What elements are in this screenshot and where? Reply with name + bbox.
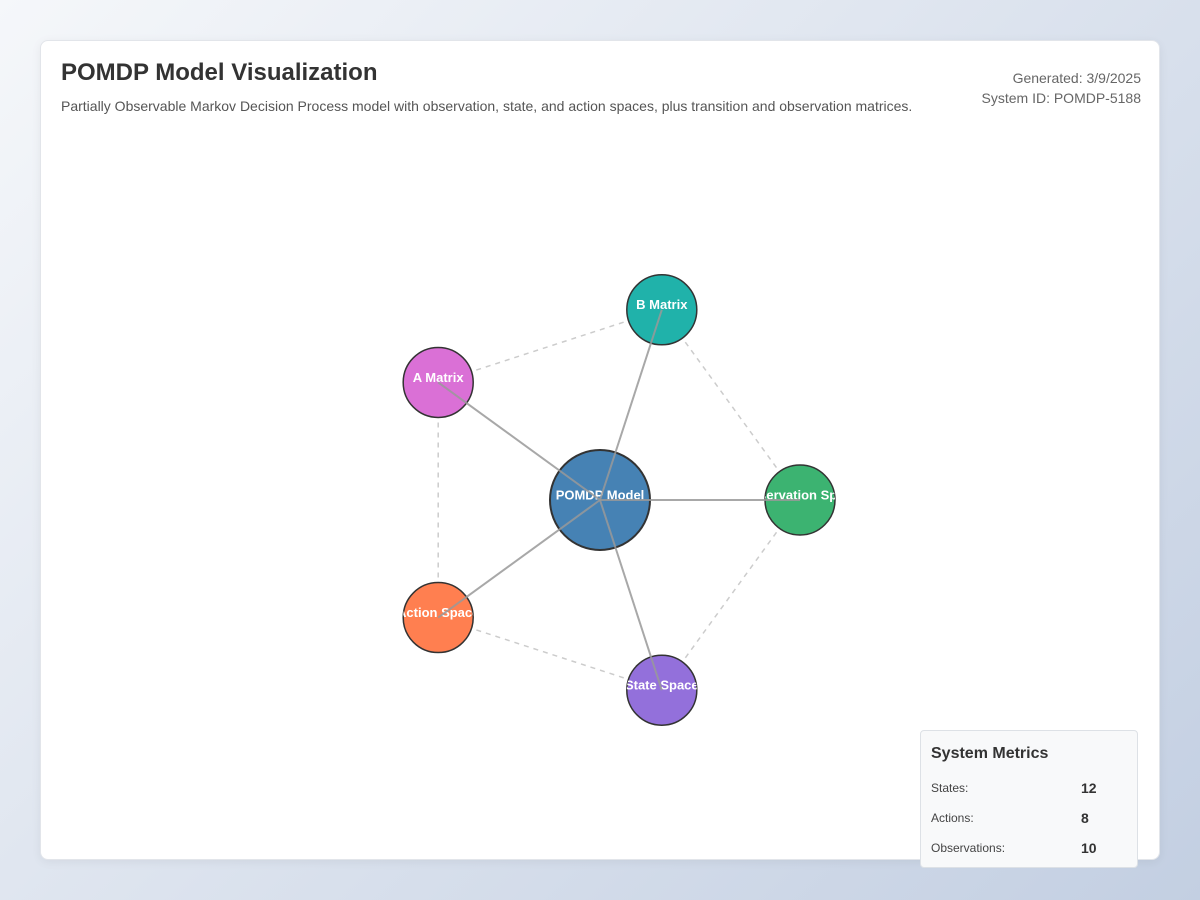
meta-info: Generated: 3/9/2025 System ID: POMDP-518… <box>982 68 1142 108</box>
metric-value: 12 <box>1081 780 1097 796</box>
node-label-state_space: State Space <box>625 678 699 693</box>
system-metrics-panel: System Metrics States: 12 Actions: 8 Obs… <box>920 730 1138 868</box>
metric-row-observations: Observations: 10 <box>931 833 1127 863</box>
node-label-a_matrix: A Matrix <box>413 370 465 385</box>
metric-label: States: <box>931 781 969 795</box>
solid-edge-pomdp-a_matrix <box>437 381 601 501</box>
node-label-pomdp: POMDP Model <box>556 487 645 502</box>
generated-date: Generated: 3/9/2025 <box>1012 70 1141 86</box>
metric-value: 8 <box>1081 810 1089 826</box>
metric-label: Actions: <box>931 811 974 825</box>
solid-edge-pomdp-b_matrix <box>599 309 663 501</box>
metric-row-actions: Actions: 8 <box>931 803 1127 833</box>
solid-edge-pomdp-state_space <box>599 499 663 691</box>
node-label-b_matrix: B Matrix <box>636 297 688 312</box>
page-title: POMDP Model Visualization <box>61 59 378 86</box>
node-label-observation_space: Observation Space <box>741 487 859 502</box>
metric-value: 10 <box>1081 840 1097 856</box>
node-label-action_space: Action Space <box>397 605 479 620</box>
metrics-title: System Metrics <box>931 745 1049 762</box>
metric-label: Observations: <box>931 841 1006 855</box>
system-id: System ID: POMDP-5188 <box>981 90 1142 106</box>
solid-edge-pomdp-action_space <box>437 499 601 619</box>
page-description: Partially Observable Markov Decision Pro… <box>61 98 913 114</box>
metric-row-states: States: 12 <box>931 773 1127 803</box>
